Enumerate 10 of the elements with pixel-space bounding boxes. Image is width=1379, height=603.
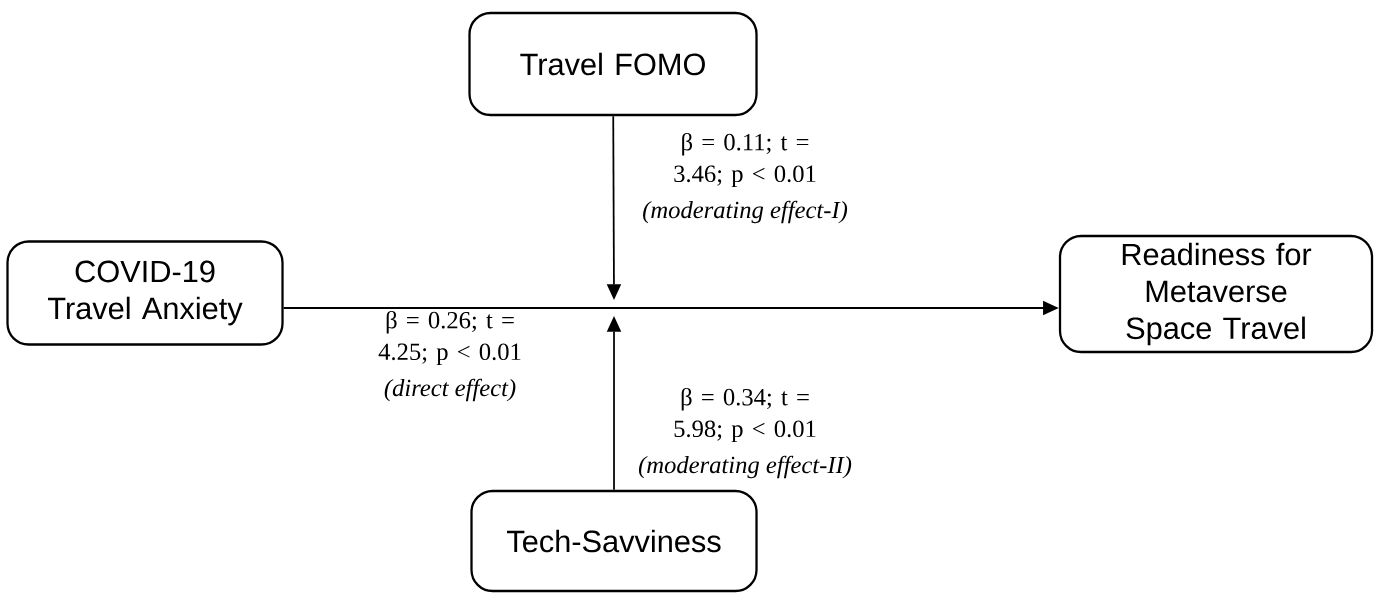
edge-label: β = 0.34; t = 5.98; p < 0.01 (674, 387, 816, 443)
process-box: Readiness for Metaverse Space Travel (1058, 234, 1374, 354)
process-box: Travel FOMO (468, 11, 758, 117)
edge-label: β = 0.26; t = 4.25; p < 0.01 (378, 310, 521, 366)
effect-note: (direct effect) (384, 378, 516, 402)
process-box: Tech-Savviness (470, 489, 758, 593)
effect-note: (moderating effect-I) (643, 200, 848, 224)
edge-label: β = 0.11; t = 3.46; p < 0.01 (674, 132, 816, 188)
effect-note: (moderating effect-II) (638, 455, 852, 479)
process-box: COVID-19 Travel Anxiety (6, 240, 284, 346)
